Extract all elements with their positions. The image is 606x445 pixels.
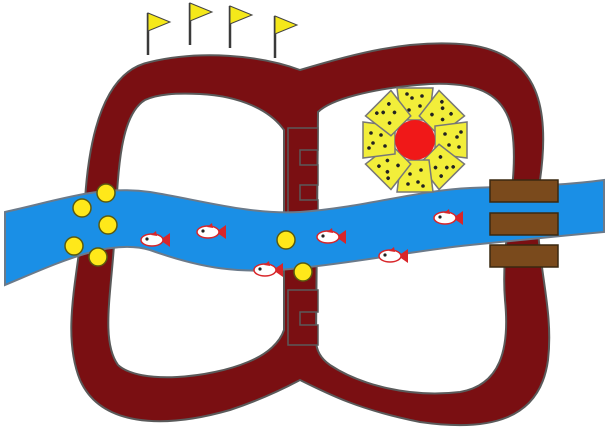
petal-dot (406, 182, 410, 186)
petal-dot (383, 144, 387, 148)
bridge-plank (490, 180, 558, 202)
petal-dot (379, 133, 383, 137)
bridge-icon (490, 180, 558, 267)
coin-icon (89, 248, 107, 266)
coin-icon (99, 216, 117, 234)
coin-icon (294, 263, 312, 281)
petal-dot (371, 141, 375, 145)
flag-cloth (275, 16, 297, 34)
fish-eye (145, 237, 148, 240)
coin-icon (65, 237, 83, 255)
fish-body (317, 231, 339, 243)
petal-dot (367, 146, 371, 150)
petal-dot (369, 131, 373, 135)
bridge-plank (490, 213, 558, 235)
petal-dot (405, 92, 409, 96)
flower-icon (363, 88, 467, 192)
flag-icon (230, 6, 252, 48)
flag-icon (190, 3, 212, 45)
petal-dot (457, 145, 461, 149)
bridge-plank (490, 245, 558, 267)
flag-icon (148, 13, 170, 55)
fish-eye (383, 253, 386, 256)
fish-body (141, 234, 163, 246)
petal-dot (416, 180, 420, 184)
petal-dot (459, 130, 463, 134)
petal-dot (447, 143, 451, 147)
fish-body (379, 250, 401, 262)
petal-dot (419, 168, 423, 172)
fish-eye (438, 215, 441, 218)
fish-eye (201, 229, 204, 232)
fish-eye (258, 267, 261, 270)
petal-dot (455, 135, 459, 139)
petal-dot (421, 184, 425, 188)
fish-body (197, 226, 219, 238)
flag-cloth (190, 3, 212, 21)
flag-icon (275, 16, 297, 58)
coin-icon (97, 184, 115, 202)
fish-body (434, 212, 456, 224)
flag-cloth (230, 6, 252, 24)
petal-dot (443, 132, 447, 136)
fish-eye (321, 234, 324, 237)
petal-dot (408, 172, 412, 176)
coin-icon (277, 231, 295, 249)
fish-body (254, 264, 276, 276)
coin-icon (73, 199, 91, 217)
petal-dot (410, 96, 414, 100)
flag-cloth (148, 13, 170, 31)
petal-dot (418, 104, 422, 108)
flower-center (395, 120, 435, 160)
flags-group (148, 3, 297, 58)
petal-dot (420, 94, 424, 98)
